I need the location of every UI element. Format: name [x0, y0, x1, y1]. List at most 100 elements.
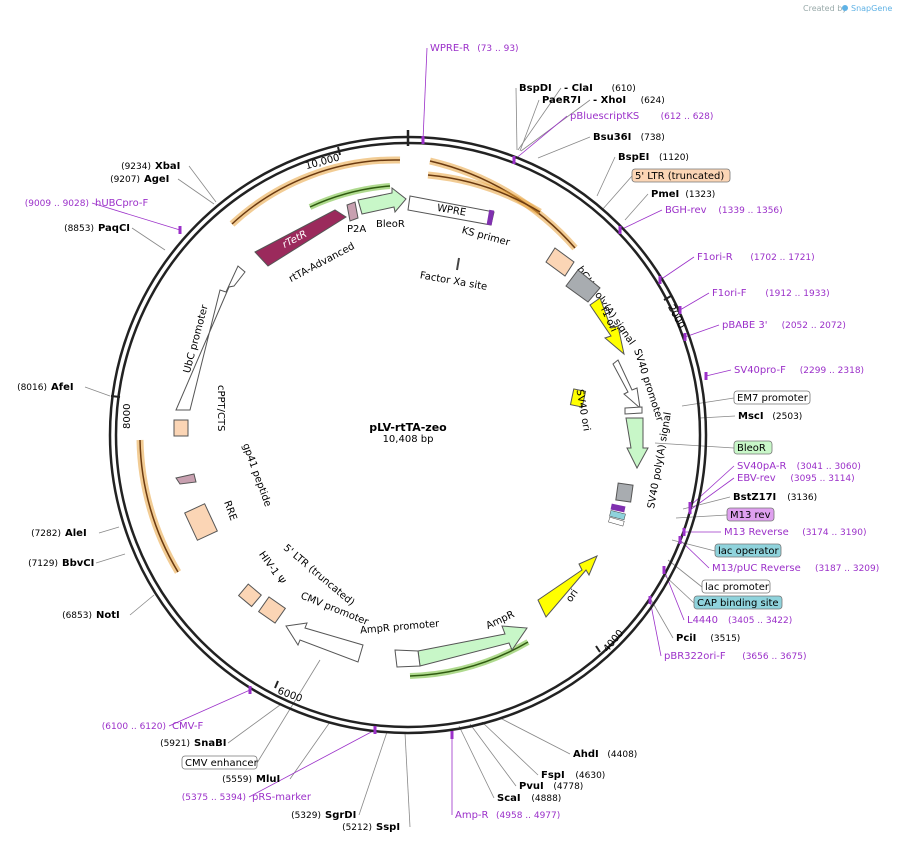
feature-label-box	[733, 440, 773, 455]
site-position: (7282)	[31, 529, 61, 539]
site-name: BspEI	[618, 152, 649, 163]
leader-line	[458, 725, 495, 799]
leader-line	[667, 559, 703, 588]
feature-label-text: CMV enhancer	[185, 758, 259, 769]
primer-mark	[688, 506, 692, 514]
primer-name: SV40pA-R	[737, 461, 786, 472]
leader-line	[519, 99, 540, 152]
site-position: (5559)	[222, 775, 252, 785]
site-position: (1323)	[685, 190, 715, 200]
site-position: (738)	[641, 133, 665, 143]
rre-label: RRE	[221, 499, 238, 522]
rtta-arc-core	[309, 185, 391, 208]
feature-label-box	[701, 579, 771, 594]
orf-arc-3-core	[427, 174, 541, 213]
bleor-feature	[357, 186, 407, 215]
factor-xa-mark	[456, 257, 460, 271]
site-name: AgeI	[144, 174, 169, 185]
site-name: PmeI	[651, 189, 679, 200]
primer-name: pBluescriptKS	[570, 111, 639, 122]
primer-name: EBV-rev	[737, 473, 776, 484]
f1-ori-feature	[589, 297, 625, 356]
site-position: (5329)	[291, 811, 321, 821]
leader-line	[649, 599, 662, 657]
cppt-feature	[173, 419, 189, 437]
primer-name: F1ori-F	[712, 288, 747, 299]
site-position: (5212)	[342, 823, 372, 833]
bleor-label: BleoR	[376, 219, 405, 230]
leader-line	[131, 227, 166, 251]
wpre-label: WPRE	[436, 203, 467, 219]
feature-label-box	[693, 595, 783, 610]
primer-range: (6100 .. 6120)	[102, 722, 166, 732]
leader-line	[659, 256, 695, 281]
tick-8000: 8000	[110, 395, 133, 429]
leader-line	[129, 594, 155, 616]
gp41-label: gp41 peptide	[240, 442, 273, 508]
orf-arc-1-core	[231, 159, 401, 225]
feature-label-box	[631, 168, 731, 183]
site-position: (2503)	[772, 412, 802, 422]
primer-name: pRS-marker	[252, 792, 312, 803]
lac-promoter-feature	[608, 516, 625, 527]
sv40-ori-label: SV40 ori	[574, 389, 592, 432]
primer-mark	[248, 686, 252, 694]
credit-brand: SnapGene	[851, 4, 892, 13]
primer-range: (3656 .. 3675)	[742, 652, 806, 662]
primer-name: hUBCpro-F	[95, 198, 148, 209]
primer-mark	[662, 566, 666, 574]
primer-range: (3041 .. 3060)	[797, 462, 861, 472]
primer-range: (3405 .. 3422)	[728, 616, 792, 626]
feature-label-box	[726, 507, 775, 522]
leader-line	[499, 717, 571, 755]
primer-name: F1ori-R	[697, 252, 733, 263]
lac-operator-feature	[609, 510, 626, 521]
em7-feature	[624, 406, 643, 415]
leader-line	[358, 731, 388, 816]
site-name: AleI	[65, 528, 87, 539]
primer-range: (1912 .. 1933)	[765, 289, 829, 299]
primer-name: M13 Reverse	[724, 527, 789, 538]
svg-text:8000: 8000	[122, 404, 133, 429]
leader-line	[537, 136, 591, 159]
rtta-feature	[254, 209, 347, 267]
primer-mark	[373, 726, 377, 734]
leader-line	[248, 729, 376, 798]
amp-arc-core	[409, 641, 529, 677]
site-name: MscI	[738, 411, 764, 422]
site-position: (4888)	[531, 794, 561, 804]
leader-line	[705, 369, 732, 377]
site-name: AhdI	[573, 749, 599, 760]
site-position: (9234)	[121, 162, 151, 172]
site-name: Bsu36I	[593, 132, 631, 143]
primer-range: (73 .. 93)	[477, 44, 518, 54]
leader-line	[91, 202, 181, 231]
site-position: (1120)	[659, 153, 689, 163]
site-position: (4408)	[607, 750, 637, 760]
feature-label-box	[733, 390, 811, 405]
primer-name: BGH-rev	[665, 205, 707, 216]
site-name: BspDI	[519, 83, 552, 94]
primer-mark	[704, 372, 708, 380]
site-name: FspI	[541, 770, 565, 781]
primer-mark	[658, 276, 662, 284]
site-name: PaeR7I	[542, 95, 581, 106]
primer-mark	[648, 596, 652, 604]
primer-name: Amp-R	[455, 810, 489, 821]
primer-mark	[618, 226, 622, 234]
leader-line	[517, 87, 562, 151]
primer-mark	[678, 306, 682, 314]
gp41-feature	[175, 473, 197, 485]
leader-line	[596, 156, 616, 197]
site-name: - ClaI	[564, 83, 593, 94]
site-name: PvuI	[519, 781, 544, 792]
site-position: (3515)	[710, 634, 740, 644]
primer-range: (1339 .. 1356)	[718, 206, 782, 216]
leader-line	[619, 209, 663, 231]
ampr-promoter-feature	[394, 649, 421, 668]
leader-line	[98, 526, 120, 534]
site-name: BstZ17I	[733, 492, 776, 503]
site-position: (8016)	[17, 383, 47, 393]
feature-label-text: BleoR	[737, 443, 766, 454]
